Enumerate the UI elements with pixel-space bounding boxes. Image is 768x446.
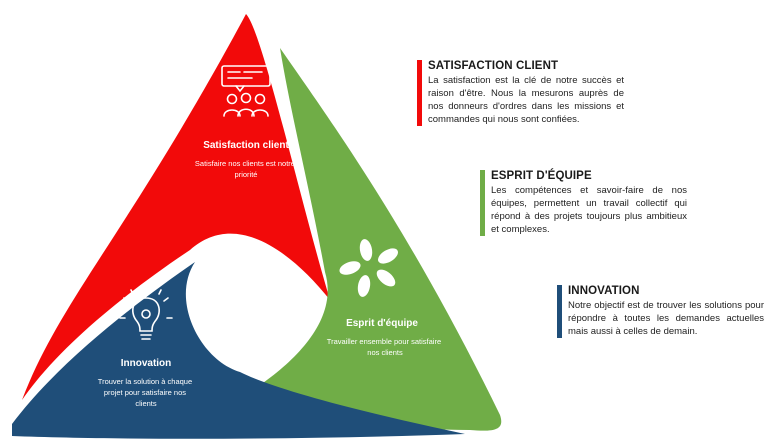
lightbulb-gear-icon [119, 285, 173, 340]
teamwork-hands-icon [339, 239, 398, 297]
segment-innovation-shape [12, 262, 465, 439]
segment-satisfaction-title: Satisfaction client [203, 140, 289, 151]
segment-innovation-title: Innovation [121, 358, 172, 369]
accent-bar-red [417, 60, 422, 126]
segment-innovation-desc: Trouver la solution à chaque projet pour… [98, 377, 194, 408]
text-innovation: Notre objectif est de trouver les soluti… [568, 300, 764, 337]
accent-bar-green [480, 170, 485, 236]
segment-equipe-desc: Travailler ensemble pour satisfaire nos … [327, 337, 443, 357]
heading-innovation: INNOVATION [568, 285, 640, 297]
info-block-satisfaction: SATISFACTION CLIENT La satisfaction est … [417, 60, 624, 126]
segment-equipe-shape [240, 48, 502, 431]
heading-equipe: ESPRIT D'ÉQUIPE [491, 170, 592, 182]
text-satisfaction: La satisfaction est la clé de notre succ… [428, 75, 624, 125]
info-block-equipe: ESPRIT D'ÉQUIPE Les compétences et savoi… [480, 170, 687, 236]
segment-equipe-title: Esprit d'équipe [346, 318, 418, 329]
accent-bar-blue [557, 285, 562, 338]
info-block-innovation: INNOVATION Notre objectif est de trouver… [557, 285, 764, 338]
segment-satisfaction-desc: Satisfaire nos clients est notre priorit… [195, 159, 297, 179]
text-equipe: Les compétences et savoir-faire de nos é… [491, 185, 687, 235]
segment-satisfaction-shape [22, 14, 330, 400]
values-triangle-diagram: Satisfaction client Satisfaire nos clien… [12, 14, 502, 439]
meeting-icon [221, 65, 271, 117]
heading-satisfaction: SATISFACTION CLIENT [428, 60, 559, 72]
